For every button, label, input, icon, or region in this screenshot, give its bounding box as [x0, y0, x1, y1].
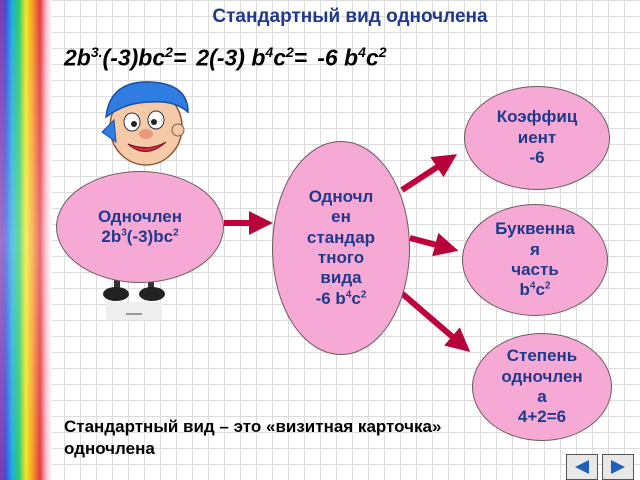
literal-label-line: часть — [511, 260, 559, 279]
standard-label-line: тного — [317, 248, 365, 267]
literal-expression: b4c2 — [520, 280, 551, 300]
arrow-to-coefficient — [400, 154, 458, 193]
formula-part: (-3)bc — [102, 44, 166, 71]
coefficient-value: -6 — [529, 148, 545, 168]
monomial-label: Одночлен — [98, 206, 182, 226]
expr-exp: 4 — [529, 280, 536, 292]
coefficient-ellipse: Коэффиц иент -6 — [464, 86, 610, 190]
monomial-expression: 2b3(-3)bc2 — [101, 227, 178, 247]
expr-part: 2b — [101, 227, 122, 246]
prev-slide-button[interactable] — [566, 454, 598, 480]
standard-label-line: Одночл — [308, 186, 374, 206]
cartoon-boy-face-icon — [101, 81, 189, 166]
formula-part: -6 b — [317, 44, 359, 71]
triangle-left-icon — [575, 460, 589, 474]
formula-part: 2b — [64, 44, 91, 71]
page-title: Стандартный вид одночлена — [212, 6, 488, 27]
expr-exp: 2 — [544, 280, 551, 292]
formula-eq: = — [293, 44, 308, 71]
arrow-to-degree — [396, 287, 471, 353]
expr-part: c — [535, 280, 545, 300]
formula-part: 2(-3) b — [196, 44, 266, 71]
coefficient-label-line: Коэффиц — [496, 107, 578, 127]
formula-part: c — [273, 44, 286, 71]
rainbow-strip — [0, 0, 52, 480]
cartoon-feet-icon — [103, 278, 165, 320]
degree-ellipse: Степень одночлен а 4+2=6 — [472, 333, 612, 441]
expr-part: b — [519, 280, 530, 300]
standard-form-ellipse: Одночл ен стандар тного вида -6 b4c2 — [272, 141, 410, 355]
standard-label-line: вида — [320, 268, 362, 288]
degree-value: 4+2=6 — [517, 407, 567, 427]
expr-part: -6 b — [315, 288, 346, 308]
expr-exp: 2 — [173, 227, 179, 239]
triangle-right-icon — [611, 460, 625, 474]
literal-label-line: Буквенна — [495, 219, 575, 239]
formula-exp: 2 — [165, 44, 173, 60]
formula-eq: = — [172, 44, 187, 71]
next-slide-button[interactable] — [602, 454, 634, 480]
expr-exp: 3 — [121, 227, 127, 239]
expr-part: c — [351, 288, 361, 308]
standard-label-line: ен — [331, 207, 351, 227]
formula-exp: 2 — [285, 44, 294, 60]
expr-exp: 2 — [360, 289, 367, 301]
formula-exp: 4 — [265, 44, 274, 60]
expr-exp: 4 — [345, 289, 352, 301]
degree-label-line: одночлен — [501, 366, 583, 386]
literal-part-ellipse: Буквенна я часть b4c2 — [462, 204, 608, 316]
arrow-to-literal — [409, 233, 459, 257]
standard-expression: -6 b4c2 — [316, 289, 367, 309]
formula-exp: 4 — [358, 44, 366, 60]
expr-part: (-3)bc — [126, 227, 174, 246]
coefficient-label-line: иент — [517, 127, 557, 147]
formula-exp: 3. — [90, 44, 103, 60]
degree-label-line: Степень — [506, 346, 578, 366]
formula-exp: 2 — [378, 44, 387, 60]
formula-part: c — [365, 44, 379, 71]
formula: 2b3.(-3)bc2=2(-3) b4c2=-6 b4c2 — [64, 44, 387, 72]
literal-label-line: я — [530, 239, 540, 259]
standard-label-line: стандар — [306, 227, 376, 247]
caption-text: Стандартный вид – это «визитная карточка… — [64, 417, 442, 459]
degree-label-line: а — [537, 387, 547, 406]
monomial-ellipse: Одночлен 2b3(-3)bc2 — [56, 171, 224, 283]
